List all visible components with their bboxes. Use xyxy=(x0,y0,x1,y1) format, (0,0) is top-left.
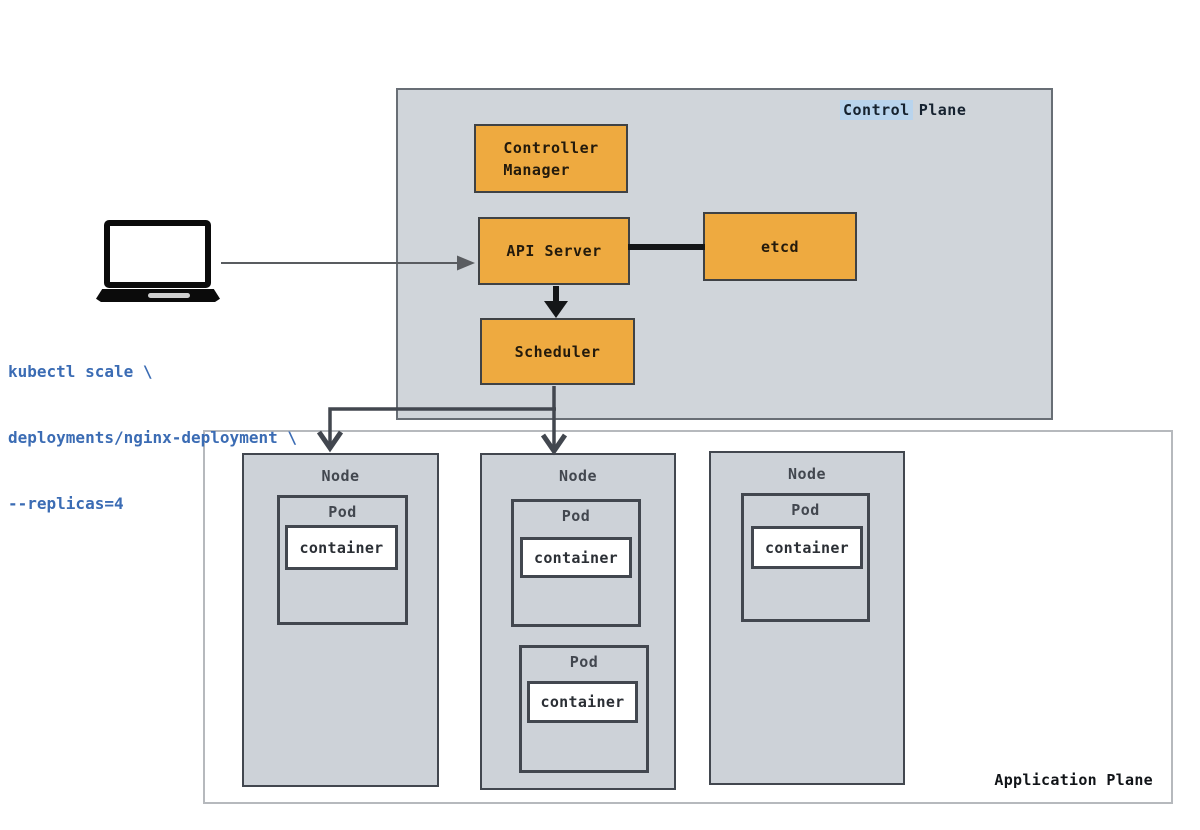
control-plane-label-highlighted: Control xyxy=(840,100,913,120)
node-1: Node Pod container xyxy=(242,453,439,787)
node-2-pod-1-label: Pod xyxy=(561,507,591,525)
kubectl-command-line-3: --replicas=4 xyxy=(8,494,124,513)
kubectl-command-text: kubectl scale \ deployments/nginx-deploy… xyxy=(8,317,297,559)
controller-manager-label: Controller Manager xyxy=(503,138,599,179)
etcd-box: etcd xyxy=(703,212,857,281)
api-server-box: API Server xyxy=(478,217,630,285)
scheduler-box: Scheduler xyxy=(480,318,635,385)
node-2-pod-1: Pod container xyxy=(511,499,641,627)
kubectl-command-line-2: deployments/nginx-deployment \ xyxy=(8,428,297,447)
node-3-label: Node xyxy=(787,465,827,483)
etcd-label: etcd xyxy=(760,237,800,256)
node-2-pod-1-container: container xyxy=(520,537,632,578)
kubectl-command-line-1: kubectl scale \ xyxy=(8,362,153,381)
laptop-icon xyxy=(104,220,211,288)
control-plane-label-rest: Plane xyxy=(918,101,967,119)
laptop-icon-notch xyxy=(148,293,190,298)
node-3-pod-label: Pod xyxy=(791,501,820,519)
node-1-pod: Pod container xyxy=(277,495,408,625)
node-3-container: container xyxy=(751,526,863,569)
node-3-pod: Pod container xyxy=(741,493,870,622)
scheduler-label: Scheduler xyxy=(514,342,601,361)
node-2-label: Node xyxy=(558,467,598,485)
application-plane-label: Application Plane xyxy=(994,771,1153,789)
node-2-pod-2: Pod container xyxy=(519,645,649,773)
api-server-label: API Server xyxy=(506,242,602,260)
node-1-container: container xyxy=(285,525,398,570)
node-2: Node Pod container Pod container xyxy=(480,453,676,790)
node-2-pod-2-container: container xyxy=(527,681,638,723)
control-plane-label: Control Plane xyxy=(840,100,967,120)
node-3: Node Pod container xyxy=(709,451,905,785)
node-2-pod-2-label: Pod xyxy=(569,653,599,671)
node-1-label: Node xyxy=(321,467,360,485)
controller-manager-box: Controller Manager xyxy=(474,124,628,193)
node-1-pod-label: Pod xyxy=(328,503,357,521)
